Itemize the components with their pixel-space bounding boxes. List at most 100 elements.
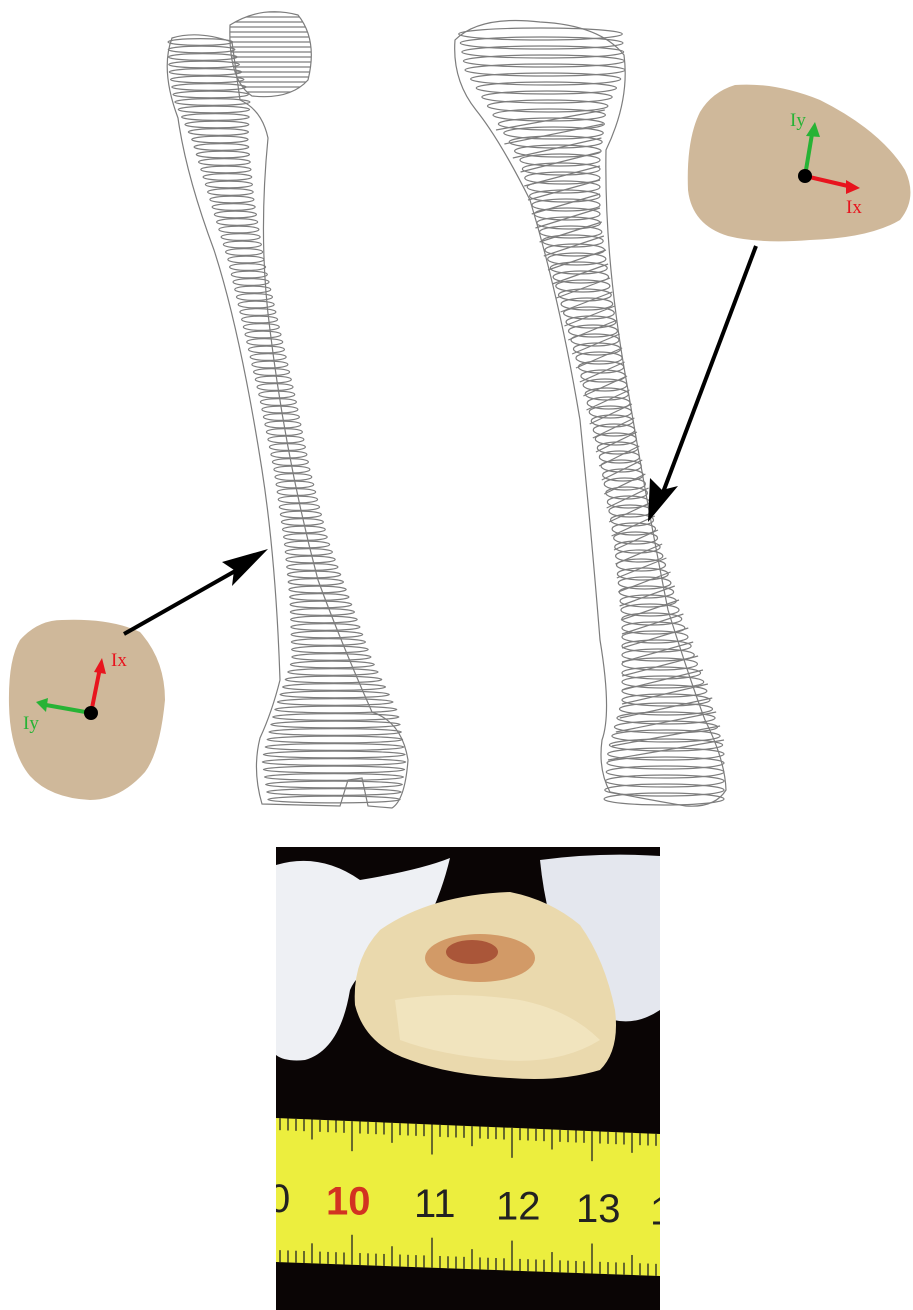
measuring-tape: 0101112131 xyxy=(268,1118,672,1276)
contour-ring xyxy=(263,414,299,421)
hatch-line xyxy=(561,292,613,312)
contour-ring xyxy=(292,646,369,653)
contour-ring xyxy=(178,106,249,113)
contour-ring xyxy=(263,766,404,773)
contour-ring xyxy=(169,61,240,68)
contour-ring xyxy=(288,669,378,676)
contour-ring xyxy=(287,571,340,578)
contour-ring xyxy=(188,129,248,136)
contour-ring xyxy=(488,100,608,112)
contour-ring xyxy=(482,91,612,103)
contour-ring xyxy=(217,219,258,226)
tibia-contour-rings xyxy=(459,28,724,805)
contour-ring xyxy=(252,361,288,368)
hatch-line xyxy=(576,348,622,368)
contour-ring xyxy=(283,526,326,533)
contour-ring xyxy=(231,271,267,278)
contour-ring xyxy=(290,609,354,616)
contour-ring xyxy=(290,661,374,668)
contour-ring xyxy=(238,301,274,308)
contour-ring xyxy=(243,324,279,331)
contour-ring xyxy=(210,196,254,203)
contour-ring xyxy=(199,159,251,166)
contour-ring xyxy=(230,264,266,271)
contour-ring xyxy=(471,73,621,85)
ruler-number: 10 xyxy=(326,1180,371,1224)
contour-ring xyxy=(281,519,323,526)
contour-ring xyxy=(182,114,250,121)
contour-ring xyxy=(291,639,365,646)
contour-ring xyxy=(254,369,290,376)
contour-ring xyxy=(268,796,400,803)
contour-ring xyxy=(250,354,286,361)
femur-ix-label: Ix xyxy=(111,650,127,671)
ruler-number: 13 xyxy=(576,1187,621,1231)
contour-ring xyxy=(212,204,255,211)
tibia-cross-hatch xyxy=(496,110,724,760)
contour-ring xyxy=(259,391,295,398)
hatch-line xyxy=(540,222,602,242)
contour-ring xyxy=(273,714,399,721)
contour-ring xyxy=(255,376,291,383)
bone-slice-photo: 0101112131 xyxy=(268,847,672,1310)
contour-ring xyxy=(203,174,252,181)
contour-ring xyxy=(168,46,235,53)
tibia-centroid xyxy=(798,169,812,183)
contour-ring xyxy=(221,234,260,241)
contour-ring xyxy=(291,616,358,623)
contour-ring xyxy=(233,279,269,286)
ruler-number: 0 xyxy=(268,1177,290,1221)
tibia-ix-label: Ix xyxy=(846,197,862,218)
contour-ring xyxy=(262,406,298,413)
contour-ring xyxy=(194,144,249,151)
contour-ring xyxy=(214,211,256,218)
contour-ring xyxy=(275,706,397,713)
tibia-section-shape xyxy=(688,85,911,242)
contour-ring xyxy=(283,684,386,691)
contour-ring xyxy=(266,781,403,788)
contour-ring xyxy=(262,759,405,766)
contour-ring xyxy=(169,54,238,61)
contour-ring xyxy=(284,534,328,541)
contour-ring xyxy=(260,399,296,406)
contour-ring xyxy=(265,774,404,781)
contour-ring xyxy=(292,654,371,661)
tibia-cross-section: Ix Iy xyxy=(688,85,911,242)
contour-ring xyxy=(196,151,249,158)
contour-ring xyxy=(240,309,276,316)
contour-ring xyxy=(277,699,393,706)
contour-ring xyxy=(290,601,352,608)
contour-ring xyxy=(263,751,405,758)
contour-ring xyxy=(291,631,363,638)
contour-ring xyxy=(168,39,233,46)
contour-ring xyxy=(269,729,401,736)
contour-ring xyxy=(236,294,272,301)
tibia-pointer-arrow xyxy=(648,246,756,522)
contour-ring xyxy=(219,226,259,233)
contour-ring xyxy=(285,549,332,556)
contour-ring xyxy=(201,166,251,173)
contour-ring xyxy=(287,564,338,571)
contour-ring xyxy=(285,676,382,683)
contour-ring xyxy=(280,691,389,698)
ruler-number: 12 xyxy=(496,1185,541,1229)
femur-head-outline xyxy=(230,12,311,97)
contour-ring xyxy=(185,121,249,128)
contour-ring xyxy=(169,69,241,76)
femur-contour-rings xyxy=(168,39,406,803)
contour-ring xyxy=(173,91,248,98)
contour-ring xyxy=(245,331,281,338)
contour-ring xyxy=(175,99,250,106)
contour-ring xyxy=(465,64,625,76)
tibia-iy-label: Iy xyxy=(790,110,806,131)
contour-ring xyxy=(242,316,278,323)
contour-ring xyxy=(289,586,346,593)
contour-ring xyxy=(257,384,293,391)
ruler-number: 1 xyxy=(650,1190,672,1234)
femur-centroid xyxy=(84,706,98,720)
contour-ring xyxy=(286,556,335,563)
contour-ring xyxy=(284,541,329,548)
femur-cross-section: Ix Iy xyxy=(9,620,165,800)
femur-wireframe xyxy=(167,12,408,808)
contour-ring xyxy=(290,594,349,601)
